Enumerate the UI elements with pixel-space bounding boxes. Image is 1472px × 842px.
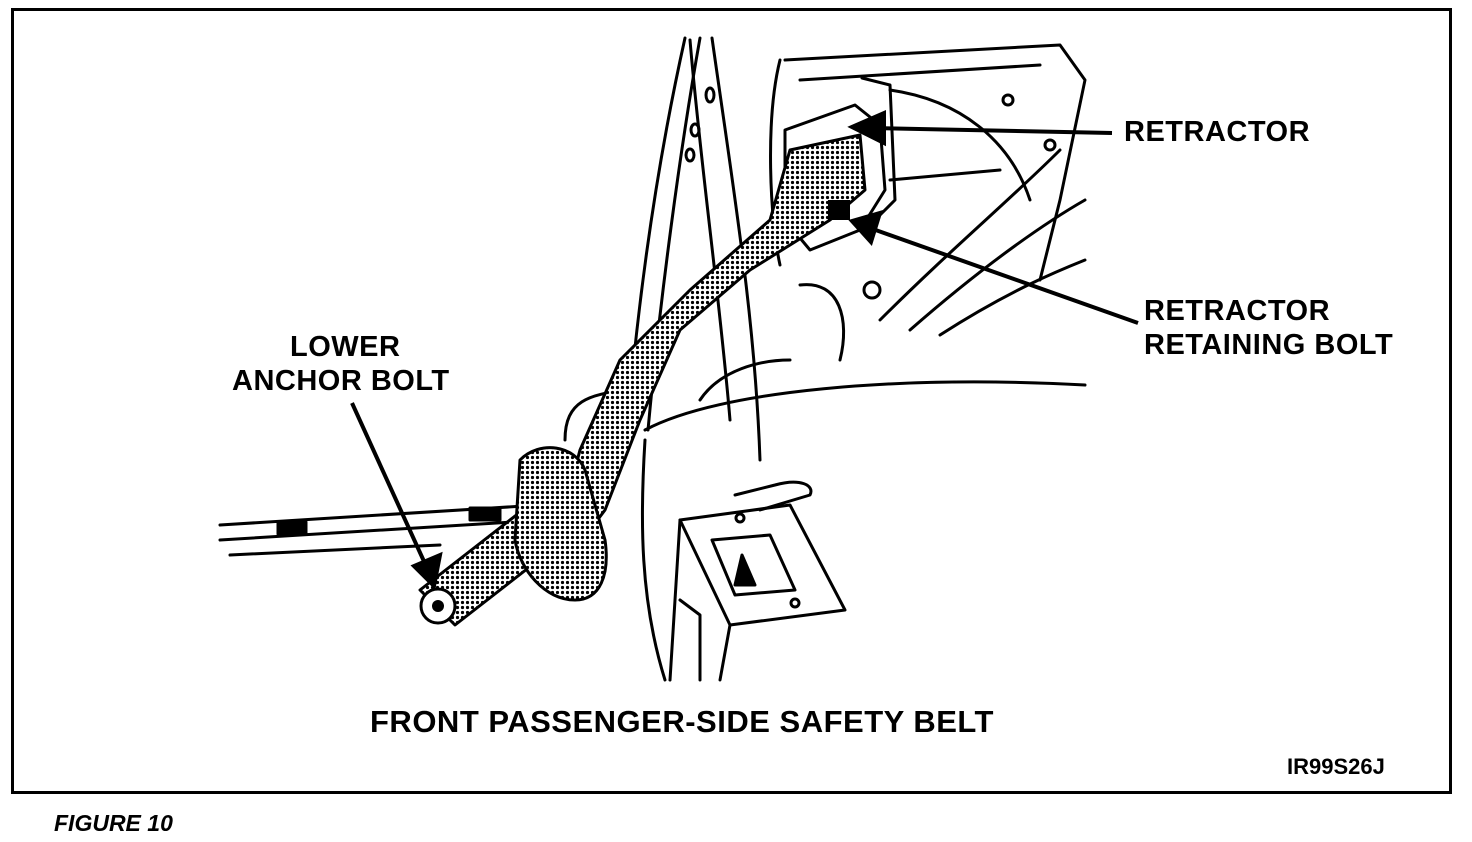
retractor-leader-arrow [847,109,1113,147]
retractor-label: RETRACTOR [1124,116,1311,148]
door-panel [769,43,1087,337]
belt-webbing [418,133,867,627]
retaining-bolt-label-line1: RETRACTOR [1144,295,1331,327]
retaining-bolt [828,200,850,220]
drawing-code: IR99S26J [1287,754,1385,779]
seat-bracket [668,480,847,682]
figure-frame [11,8,1452,794]
seat-cushion [640,283,1087,682]
retaining-bolt-label-line2: RETAINING BOLT [1144,329,1394,361]
retaining-bolt-leader-arrow [848,210,1139,325]
anchor-label-line2: ANCHOR BOLT [232,365,450,397]
figure-label: FIGURE 10 [54,810,173,836]
diagram-title: FRONT PASSENGER-SIDE SAFETY BELT [370,704,994,739]
anchor-label-line1: LOWER [290,331,401,363]
anchor-bolt [419,587,457,625]
anchor-leader-arrow [350,402,443,591]
floor-rail [218,503,547,557]
